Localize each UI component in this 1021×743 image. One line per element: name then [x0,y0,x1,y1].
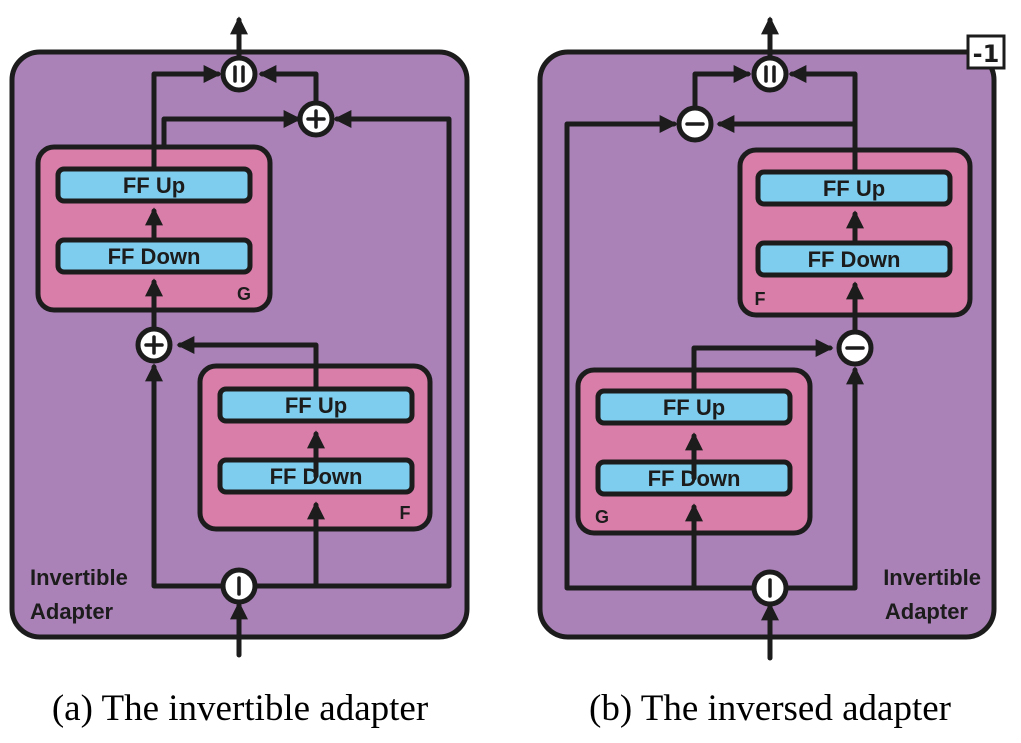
a-add-node-upper [297,100,335,138]
a-g-ff-up-label: FF Up [123,173,185,198]
b-f-ff-down-label: FF Down [808,247,901,272]
a-adapter-label-line1: Invertible [30,565,128,590]
b-subtract-node-lower [836,329,874,367]
a-adapter-label-line2: Adapter [30,599,114,624]
a-f-block-label: F [400,503,411,523]
panel-invertible-adapter: FF Up FF Down G FF Up FF Down F [9,16,470,729]
inverse-marker: -1 [966,34,1006,70]
b-f-block-label: F [755,289,766,309]
b-adapter-label-line1: Invertible [883,565,981,590]
a-split-node [220,567,258,605]
a-add-node-lower [135,326,173,364]
b-split-node [751,569,789,607]
b-concat-node [751,55,789,93]
b-f-ff-up-label: FF Up [823,176,885,201]
a-concat-node [220,55,258,93]
b-subtract-node-upper [676,105,714,143]
adapter-b-background [537,49,997,640]
svg-text:-1: -1 [973,40,1000,68]
b-g-ff-up-label: FF Up [663,395,725,420]
b-adapter-label-line2: Adapter [885,599,969,624]
a-wires [145,16,452,658]
b-g-block-label: G [595,507,609,527]
a-g-block-label: G [237,284,251,304]
panel-inversed-adapter: -1 FF Up FF Down F FF Up FF Down G [537,16,1006,729]
a-f-ff-up-label: FF Up [285,393,347,418]
caption-a: (a) The invertible adapter [52,688,428,729]
b-wires [564,16,864,661]
caption-b: (b) The inversed adapter [589,688,951,729]
a-g-ff-down-label: FF Down [108,244,201,269]
